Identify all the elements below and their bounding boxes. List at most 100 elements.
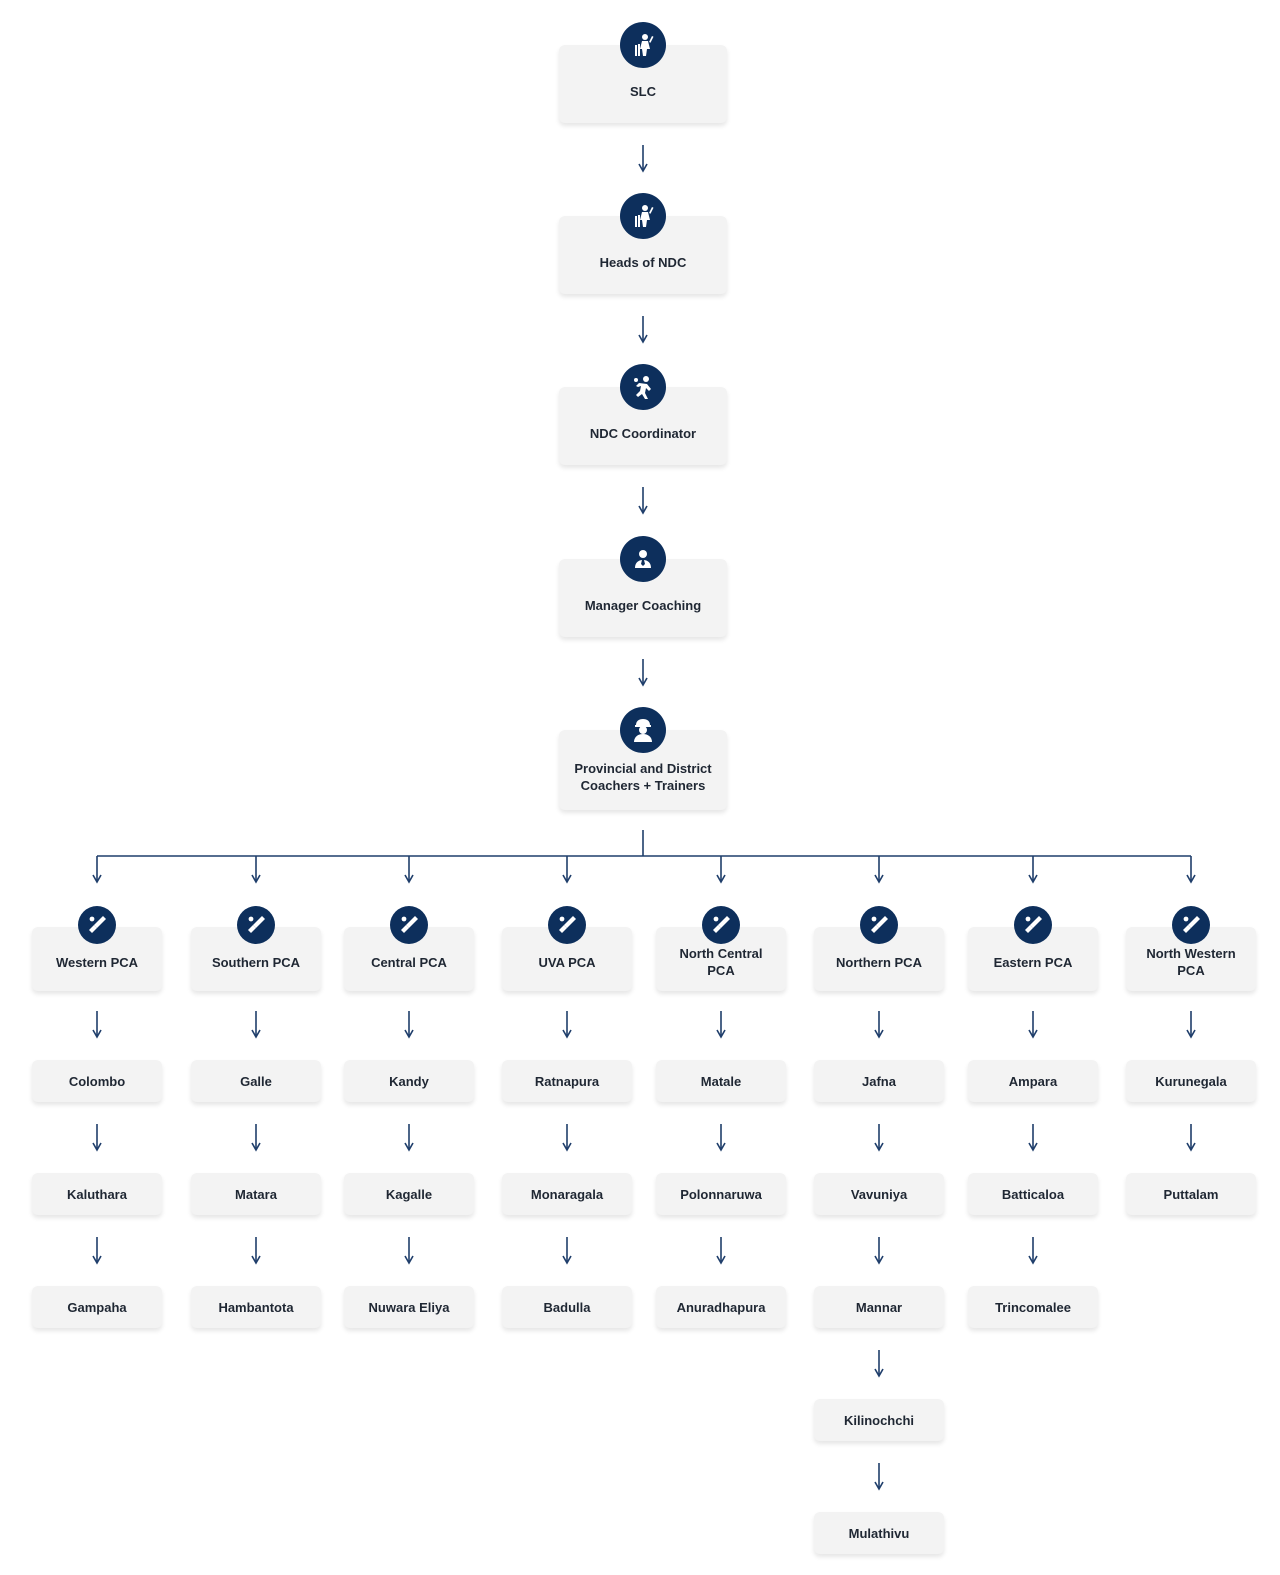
node-label: Puttalam	[1163, 1186, 1219, 1202]
cricket-bat-ball-icon	[702, 906, 740, 944]
node-label: Northern PCA	[836, 954, 922, 970]
node-anuradhapura: Anuradhapura	[656, 1286, 786, 1328]
node-label: Matara	[235, 1186, 277, 1202]
node-label: Badulla	[543, 1299, 591, 1315]
connector-arrow-head	[716, 1142, 726, 1152]
node-mannar: Mannar	[814, 1286, 944, 1328]
node-kagalle: Kagalle	[344, 1173, 474, 1215]
connector-arrow-head	[562, 1142, 572, 1152]
node-label: Nuwara Eliya	[368, 1299, 450, 1315]
node-label: Ratnapura	[534, 1073, 600, 1089]
node-label: Matale	[700, 1073, 742, 1089]
connector-arrow-head	[874, 1481, 884, 1491]
connector-arrow-head	[716, 1255, 726, 1265]
node-label: Manager Coaching	[584, 597, 702, 613]
cricket-bat-ball-icon	[860, 906, 898, 944]
connector-arrow-head	[251, 874, 261, 884]
node-colombo: Colombo	[32, 1060, 162, 1102]
node-label: Colombo	[68, 1073, 126, 1089]
node-ampara: Ampara	[968, 1060, 1098, 1102]
node-label: Central PCA	[371, 954, 447, 970]
node-label: North Central PCA	[679, 946, 763, 978]
node-label: Vavuniya	[850, 1186, 908, 1202]
connector-arrow-head	[251, 1255, 261, 1265]
connector-arrow-head	[638, 677, 648, 687]
connector-arrow-head	[562, 1029, 572, 1039]
node-jafna: Jafna	[814, 1060, 944, 1102]
connector-arrow-head	[1186, 1029, 1196, 1039]
connector-arrow-head	[404, 1255, 414, 1265]
cricket-bat-ball-icon	[548, 906, 586, 944]
node-monaragala: Monaragala	[502, 1173, 632, 1215]
node-slc: SLC	[559, 22, 727, 123]
connector-arrow-head	[92, 1029, 102, 1039]
node-label: Kandy	[389, 1073, 429, 1089]
node-label: North Western PCA	[1146, 946, 1236, 978]
node-label: Mulathivu	[848, 1525, 910, 1541]
node-north-western-pca: North Western PCA	[1126, 906, 1256, 991]
node-label: Kilinochchi	[843, 1412, 915, 1428]
connector-arrow-head	[404, 1142, 414, 1152]
connector-arrow-head	[404, 1029, 414, 1039]
node-label: Heads of NDC	[599, 254, 687, 270]
connector-arrow-head	[638, 334, 648, 344]
node-puttalam: Puttalam	[1126, 1173, 1256, 1215]
node-matale: Matale	[656, 1060, 786, 1102]
node-central-pca: Central PCA	[344, 906, 474, 991]
node-label: Kagalle	[385, 1186, 433, 1202]
node-north-central-pca: North Central PCA	[656, 906, 786, 991]
node-polonnaruwa: Polonnaruwa	[656, 1173, 786, 1215]
connector-arrow-head	[92, 1255, 102, 1265]
node-vavuniya: Vavuniya	[814, 1173, 944, 1215]
node-label: SLC	[630, 83, 656, 99]
connector-arrow-head	[1028, 1029, 1038, 1039]
node-nuwara-eliya: Nuwara Eliya	[344, 1286, 474, 1328]
connector-arrow-head	[874, 1142, 884, 1152]
node-label: Monaragala	[530, 1186, 604, 1202]
connector-arrow-head	[716, 874, 726, 884]
node-northern-pca: Northern PCA	[814, 906, 944, 991]
node-label: Gampaha	[67, 1299, 127, 1315]
node-heads-of-ndc: Heads of NDC	[559, 193, 727, 294]
node-badulla: Badulla	[502, 1286, 632, 1328]
node-label: Kurunegala	[1155, 1073, 1227, 1089]
node-label: Galle	[240, 1073, 272, 1089]
cricket-bat-ball-icon	[1014, 906, 1052, 944]
node-label: Provincial and District Coachers + Train…	[574, 761, 712, 793]
node-label: Hambantota	[218, 1299, 294, 1315]
node-label: Western PCA	[55, 954, 139, 970]
cricket-bowler-icon	[620, 364, 666, 410]
connector-arrow-head	[251, 1142, 261, 1152]
node-kilinochchi: Kilinochchi	[814, 1399, 944, 1441]
node-label: Anuradhapura	[676, 1299, 766, 1315]
cricket-bat-ball-icon	[1172, 906, 1210, 944]
node-kandy: Kandy	[344, 1060, 474, 1102]
node-trincomalee: Trincomalee	[968, 1286, 1098, 1328]
cricket-bat-ball-icon	[390, 906, 428, 944]
node-kaluthara: Kaluthara	[32, 1173, 162, 1215]
connector-arrow-head	[716, 1029, 726, 1039]
node-kurunegala: Kurunegala	[1126, 1060, 1256, 1102]
node-batticaloa: Batticaloa	[968, 1173, 1098, 1215]
cricket-batsman-icon	[620, 193, 666, 239]
node-galle: Galle	[191, 1060, 321, 1102]
node-label: Kaluthara	[67, 1186, 127, 1202]
node-label: Polonnaruwa	[680, 1186, 762, 1202]
connector-arrow-head	[874, 1368, 884, 1378]
cricket-batsman-icon	[620, 22, 666, 68]
node-manager-coaching: Manager Coaching	[559, 536, 727, 637]
node-ratnapura: Ratnapura	[502, 1060, 632, 1102]
connector-arrow-head	[638, 163, 648, 173]
connector-arrow-head	[1028, 874, 1038, 884]
node-label: Mannar	[855, 1299, 903, 1315]
node-hambantota: Hambantota	[191, 1286, 321, 1328]
connector-arrow-head	[1028, 1255, 1038, 1265]
connector-arrow-head	[92, 1142, 102, 1152]
node-label: NDC Coordinator	[589, 425, 697, 441]
connector-arrow-head	[638, 505, 648, 515]
node-mulathivu: Mulathivu	[814, 1512, 944, 1554]
connector-arrow-head	[92, 874, 102, 884]
connector-arrow-head	[1028, 1142, 1038, 1152]
